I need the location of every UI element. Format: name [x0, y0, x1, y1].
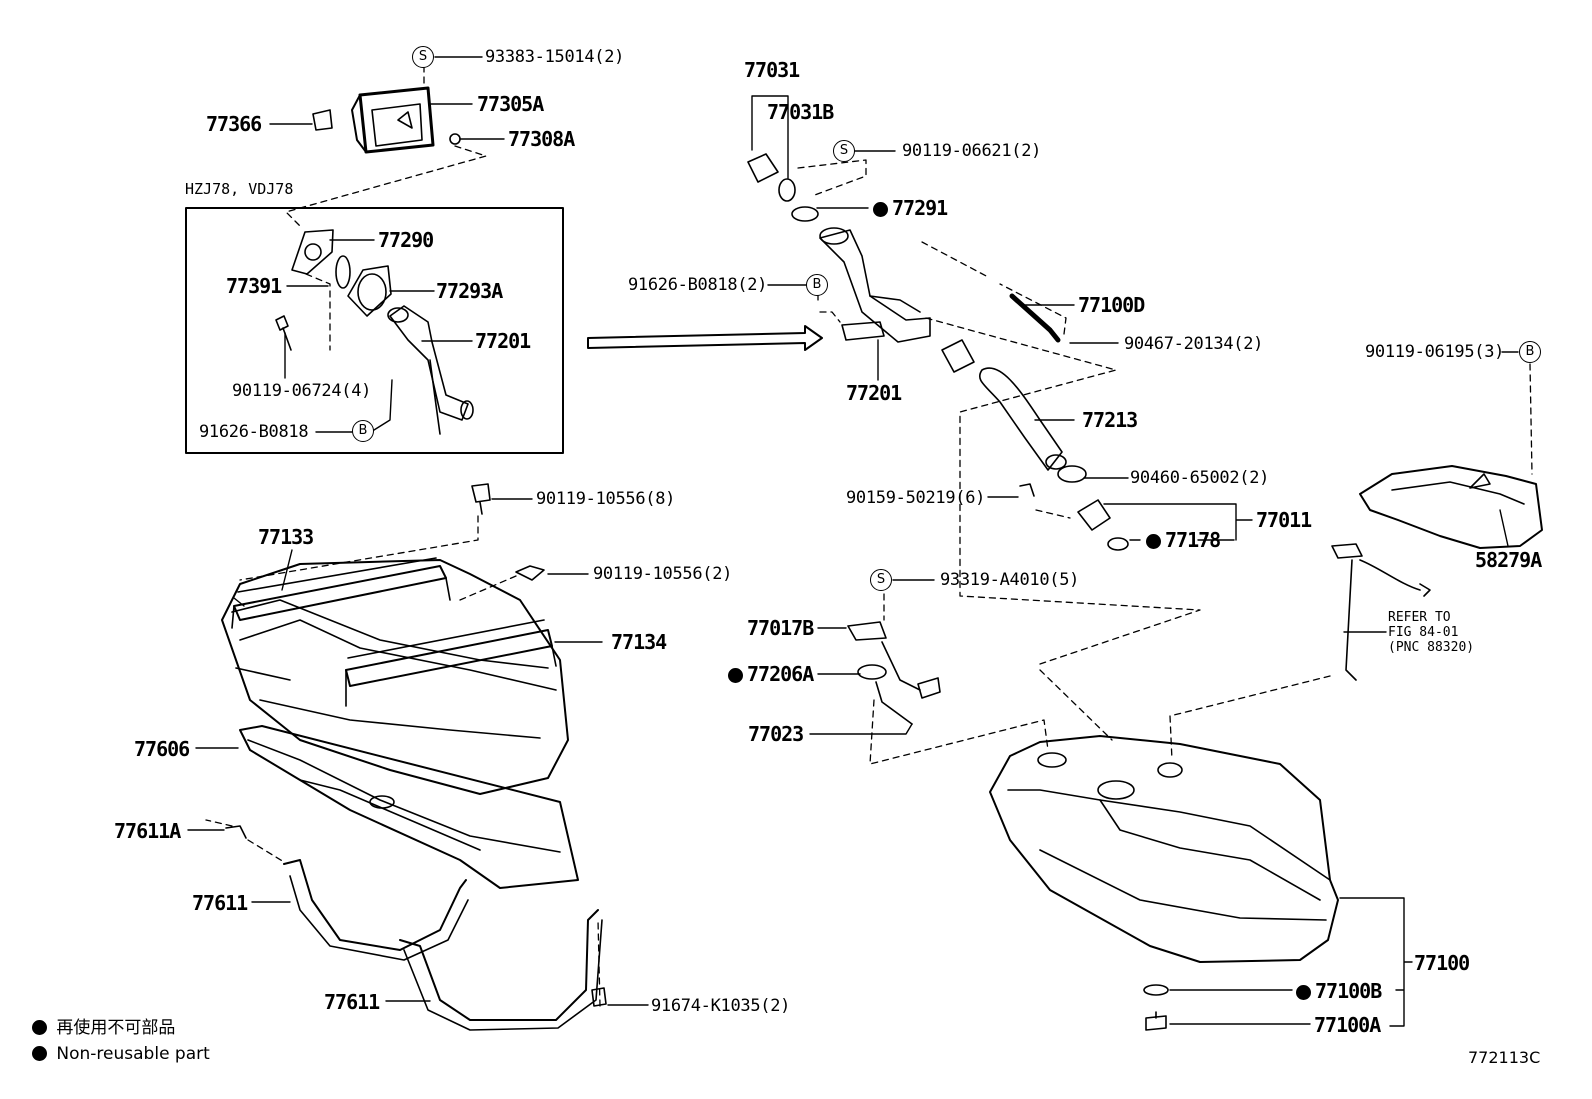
band-77134 [345, 619, 557, 707]
s-marker: S [412, 46, 434, 68]
b-marker: B [1519, 341, 1541, 363]
band-77611-lower [399, 909, 603, 1031]
label-77031B: 77031B [767, 100, 834, 124]
clamp-90460-upper [941, 339, 975, 373]
legend-en: Non-reusable part [32, 1046, 210, 1063]
label-91626-B0818-2: 91626-B0818(2) [628, 275, 768, 295]
b-marker: B [352, 420, 374, 442]
o-ring-77391 [335, 255, 351, 289]
hose-77100D [1009, 293, 1061, 343]
label-90460-65002: 90460-65002(2) [1130, 468, 1270, 488]
gasket-77031B [778, 178, 796, 202]
leader-lines [187, 56, 1519, 1027]
sender-wire [1331, 543, 1431, 681]
label-90119-06195: 90119-06195(3) [1365, 342, 1505, 362]
label-77366: 77366 [206, 112, 262, 136]
model-label: HZJ78, VDJ78 [185, 180, 294, 198]
fuel-tank-77100 [989, 735, 1339, 963]
label-77134: 77134 [611, 630, 667, 654]
gasket-77178 [1107, 537, 1129, 551]
label-90119-06621: 90119-06621(2) [902, 141, 1042, 161]
bolt-90159 [1019, 483, 1035, 497]
label-77391: 77391 [226, 274, 282, 298]
non-reusable-dot [1296, 985, 1311, 1000]
label-77290: 77290 [378, 228, 434, 252]
label-77291: 77291 [873, 198, 948, 218]
label-77023: 77023 [748, 722, 804, 746]
label-77011: 77011 [1256, 508, 1312, 532]
label-77611-lower: 77611 [324, 990, 380, 1014]
packing-77290 [291, 229, 334, 275]
gasket-77100B [1143, 984, 1169, 996]
label-90119-06724: 90119-06724(4) [232, 381, 372, 401]
label-77206A: 77206A [728, 664, 814, 684]
label-77100A: 77100A [1314, 1013, 1381, 1037]
label-90159-50219: 90159-50219(6) [846, 488, 986, 508]
non-reusable-dot [728, 668, 743, 683]
bolt-90119-06724 [275, 315, 292, 351]
non-reusable-dot [32, 1020, 47, 1035]
label-90119-10556-8: 90119-10556(8) [536, 489, 676, 509]
label-77100B: 77100B [1296, 981, 1382, 1001]
label-77305A: 77305A [477, 92, 544, 116]
label-91674-K1035: 91674-K1035(2) [651, 996, 791, 1016]
fuel-tank-left [221, 559, 569, 795]
bolt-77100A [1145, 1011, 1167, 1031]
hose-77213 [978, 367, 1067, 471]
label-77133: 77133 [258, 525, 314, 549]
label-77100D: 77100D [1078, 293, 1145, 317]
grommet-77293A [347, 265, 392, 317]
band-77133 [231, 557, 451, 629]
bolt-90119-10556-2 [515, 565, 545, 581]
label-77308A: 77308A [508, 127, 575, 151]
model-group-box [185, 207, 564, 454]
valve-77011 [1077, 499, 1111, 531]
label-77178: 77178 [1146, 530, 1221, 550]
label-93319-A4010: 93319-A4010(5) [940, 570, 1080, 590]
sender-gauge-77023 [847, 621, 941, 725]
figure-id: 772113C [1468, 1048, 1541, 1067]
label-90467-20134: 90467-20134(2) [1124, 334, 1264, 354]
non-reusable-dot [32, 1046, 47, 1061]
gasket-77291 [791, 206, 819, 222]
band-77611-upper [283, 859, 469, 961]
label-77611A: 77611A [114, 819, 181, 843]
b-marker: B [806, 274, 828, 296]
filler-pipe-77201 [819, 227, 931, 343]
label-77100: 77100 [1414, 951, 1470, 975]
label-77611-upper: 77611 [192, 891, 248, 915]
s-marker: S [833, 140, 855, 162]
pin-77611A [225, 825, 247, 839]
clip-77366 [312, 109, 333, 131]
filler-pipe-77201-box [387, 305, 474, 435]
label-91626-B0818: 91626-B0818 [199, 422, 309, 442]
label-77293A: 77293A [436, 279, 503, 303]
cap-77031 [747, 153, 779, 183]
label-77201-box: 77201 [475, 329, 531, 353]
non-reusable-dot [1146, 534, 1161, 549]
label-77017B: 77017B [747, 616, 814, 640]
label-77213: 77213 [1082, 408, 1138, 432]
s-marker: S [870, 569, 892, 591]
label-77606: 77606 [134, 737, 190, 761]
bush-77308A [449, 133, 461, 145]
bolt-90119-10556-8 [471, 483, 491, 515]
protector-58279A [1359, 465, 1543, 549]
clamp-90460 [1057, 465, 1087, 483]
legend-jp: 再使用不可部品 [32, 1020, 175, 1037]
label-93383-15014: 93383-15014(2) [485, 47, 625, 67]
direction-arrow [587, 325, 823, 351]
dashed-lines [205, 65, 1533, 1007]
label-90119-10556-2: 90119-10556(2) [593, 564, 733, 584]
non-reusable-dot [873, 202, 888, 217]
label-77201: 77201 [846, 381, 902, 405]
fuel-lid-77305A [351, 86, 435, 154]
refer-note: REFER TO FIG 84-01 (PNC 88320) [1388, 610, 1475, 655]
label-58279A: 58279A [1475, 548, 1542, 572]
protector-77606 [239, 725, 579, 889]
label-77031: 77031 [744, 58, 800, 82]
